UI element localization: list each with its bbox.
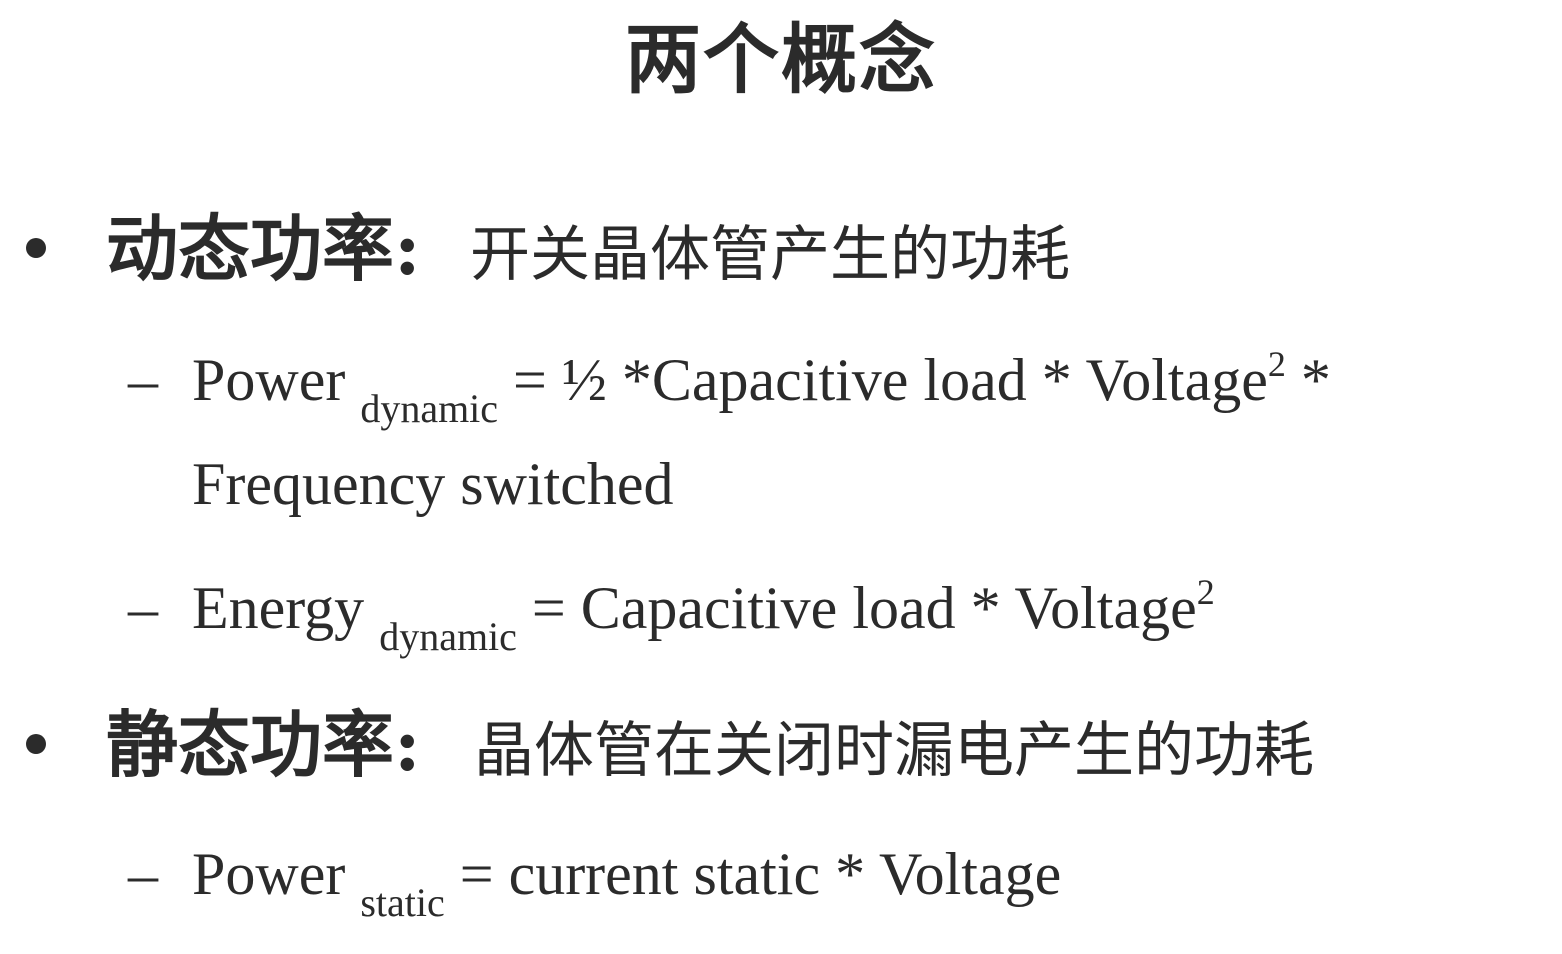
formula-expression: = current static * Voltage xyxy=(459,841,1062,907)
formula-variable: Energy xyxy=(192,575,365,641)
formula-expression: = ½ *Capacitive load * Voltage xyxy=(513,347,1268,413)
formula-expression: = Capacitive load * Voltage xyxy=(531,575,1197,641)
formula-expression-tail: * xyxy=(1285,347,1331,413)
bullet-description: 开关晶体管产生的功耗 xyxy=(470,220,1070,290)
formula-line: Energy dynamic = Capacitive load * Volta… xyxy=(192,572,1215,659)
formula-variable: Power xyxy=(192,841,346,907)
formula-superscript: 2 xyxy=(1196,572,1215,612)
formula-variable: Power xyxy=(192,347,346,413)
bullet-static-power: 静态功率: 晶体管在关闭时漏电产生的功耗 xyxy=(0,704,1562,794)
bullet-dynamic-power: 动态功率: 开关晶体管产生的功耗 xyxy=(0,208,1562,298)
dash-marker: – xyxy=(128,841,158,907)
bullet-description: 晶体管在关闭时漏电产生的功耗 xyxy=(474,716,1314,786)
formula-continuation: Frequency switched xyxy=(192,451,674,517)
formula-superscript: 2 xyxy=(1267,344,1286,384)
dash-marker: – xyxy=(128,575,158,641)
bullet-heading: 静态功率: xyxy=(106,702,421,787)
formula-subscript: static xyxy=(360,880,445,925)
formula-line: Power static = current static * Voltage xyxy=(192,838,1062,925)
slide-title: 两个概念 xyxy=(625,15,937,104)
bullet-heading: 动态功率: xyxy=(106,206,421,291)
formula-subscript: dynamic xyxy=(360,386,499,431)
bullet-dot xyxy=(26,238,46,258)
bullet-dot xyxy=(26,734,46,754)
formula-line: Power dynamic = ½ *Capacitive load * Vol… xyxy=(192,344,1331,431)
dash-marker: – xyxy=(128,347,158,413)
formula-subscript: dynamic xyxy=(379,614,517,659)
